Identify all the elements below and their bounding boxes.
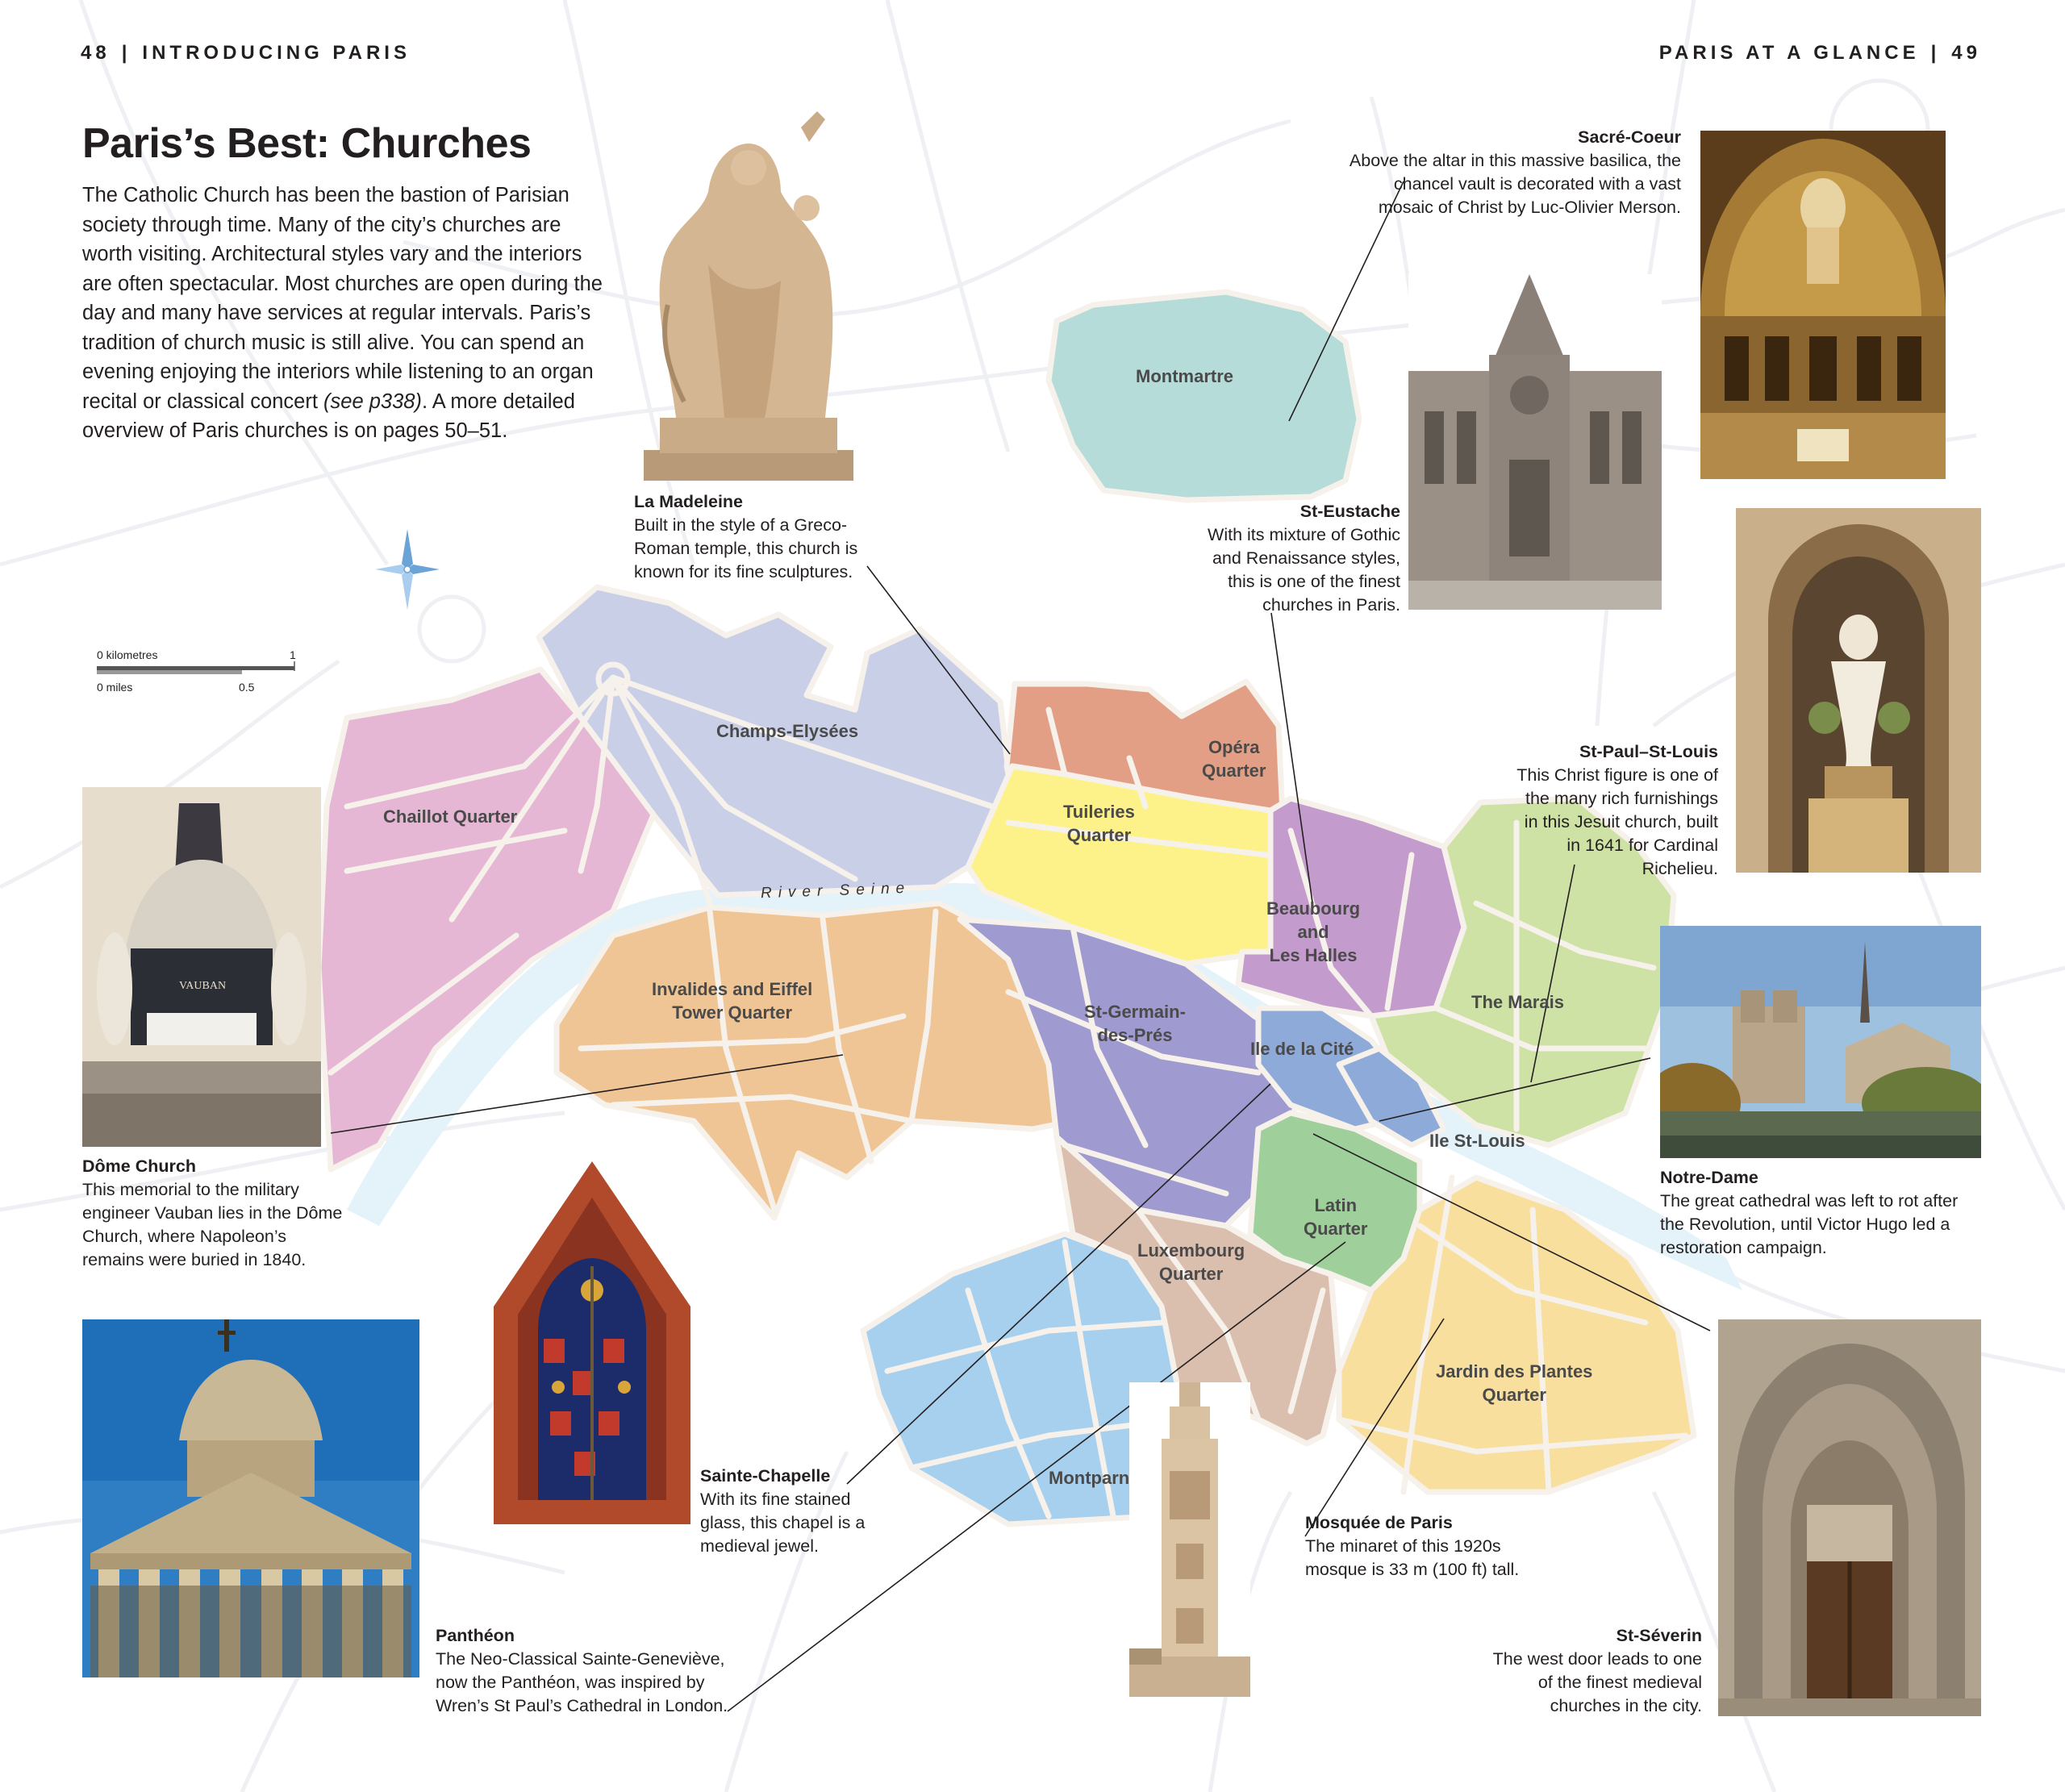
- caption-sacre-coeur-text: Above the altar in this massive basilica…: [1349, 151, 1681, 217]
- caption-pantheon: Panthéon The Neo-Classical Sainte-Genevi…: [436, 1624, 734, 1718]
- map-streets: [327, 674, 1689, 1519]
- caption-dome-church-title: Dôme Church: [82, 1156, 196, 1176]
- caption-mosquee-title: Mosquée de Paris: [1305, 1513, 1453, 1532]
- label-marais: The Marais: [1471, 992, 1564, 1012]
- region-marais: [1368, 795, 1677, 1148]
- intro-text: The Catholic Church has been the bastion…: [82, 184, 603, 413]
- photo-notre-dame: [1660, 926, 1981, 1158]
- caption-notre-dame-title: Notre-Dame: [1660, 1168, 1758, 1187]
- right-section-title: PARIS AT A GLANCE: [1658, 42, 1920, 64]
- left-running-header: 48|INTRODUCING PARIS: [81, 42, 411, 64]
- caption-dome-church: Dôme Church This memorial to the militar…: [82, 1155, 350, 1272]
- label-ile-de-la-cite: Ile de la Cité: [1250, 1039, 1354, 1059]
- caption-st-paul: St-Paul–St-Louis This Christ figure is o…: [1516, 740, 1718, 881]
- label-chaillot: Chaillot Quarter: [383, 806, 518, 827]
- photo-pantheon: [82, 1319, 419, 1677]
- caption-pantheon-text: The Neo-Classical Sainte-Geneviève, now …: [436, 1649, 728, 1715]
- caption-sacre-coeur: Sacré-Coeur Above the altar in this mass…: [1334, 126, 1681, 219]
- region-champs: [536, 584, 1016, 898]
- caption-mosquee: Mosquée de Paris The minaret of this 192…: [1305, 1511, 1531, 1582]
- etoile-roundabout: [595, 661, 631, 697]
- left-section-title: INTRODUCING PARIS: [142, 42, 411, 64]
- region-stlouis: [1336, 1045, 1447, 1148]
- scale-bar: [97, 661, 295, 674]
- photo-sacre-coeur: [1700, 131, 1946, 479]
- region-montmartre: [1045, 289, 1362, 503]
- vauban-inscription: VAUBAN: [179, 980, 226, 992]
- caption-sainte-chapelle: Sainte-Chapelle With its fine stained gl…: [700, 1465, 870, 1558]
- compass-rose-icon: [375, 529, 440, 610]
- left-page-number: 48: [81, 42, 111, 64]
- leader-lines: [330, 181, 1711, 1712]
- caption-st-severin-text: The west door leads to one of the finest…: [1492, 1649, 1702, 1715]
- label-st-germain: St-Germain-des-Prés: [1084, 1002, 1186, 1045]
- intro-ref: (see p338): [323, 390, 422, 413]
- caption-sainte-chapelle-title: Sainte-Chapelle: [700, 1466, 831, 1486]
- caption-sacre-coeur-title: Sacré-Coeur: [1578, 127, 1681, 147]
- photo-sainte-chapelle: [494, 1161, 690, 1524]
- label-ile-st-louis: Ile St-Louis: [1429, 1131, 1525, 1151]
- photo-st-paul-st-louis: [1736, 508, 1981, 873]
- right-running-header: PARIS AT A GLANCE|49: [1658, 42, 1981, 64]
- caption-mosquee-text: The minaret of this 1920s mosque is 33 m…: [1305, 1536, 1520, 1579]
- caption-notre-dame-text: The great cathedral was left to rot afte…: [1660, 1191, 1959, 1257]
- caption-madeleine-text: Built in the style of a Greco-Roman temp…: [634, 515, 858, 581]
- quarter-regions: [315, 289, 1697, 1527]
- caption-dome-church-text: This memorial to the military engineer V…: [82, 1180, 343, 1269]
- caption-notre-dame: Notre-Dame The great cathedral was left …: [1660, 1166, 1979, 1260]
- photo-dome-church: VAUBAN: [82, 787, 321, 1147]
- caption-st-eustache-title: St-Eustache: [1299, 502, 1400, 521]
- photo-st-eustache: [1408, 274, 1662, 610]
- photo-mosquee: [1129, 1382, 1250, 1697]
- scale-mi-end: 0.5: [239, 681, 255, 694]
- label-champs-elysees: Champs-Elysées: [716, 721, 859, 741]
- intro-paragraph: The Catholic Church has been the bastion…: [82, 181, 615, 446]
- page-title: Paris’s Best: Churches: [82, 120, 532, 167]
- caption-madeleine-title: La Madeleine: [634, 492, 744, 511]
- right-page-number: 49: [1951, 42, 1981, 64]
- photo-st-severin: [1718, 1319, 1981, 1716]
- label-montmartre: Montmartre: [1136, 366, 1234, 386]
- caption-st-severin: St-Séverin The west door leads to one of…: [1476, 1624, 1702, 1718]
- scale-mi-start: 0 miles: [97, 681, 133, 694]
- intro-text-end: . A more detailed overview of Paris chur…: [82, 390, 575, 443]
- caption-st-paul-text: This Christ figure is one of the many ri…: [1516, 765, 1718, 878]
- scale-km-start: 0 kilometres: [97, 648, 158, 661]
- photo-madeleine-sculpture: [620, 95, 878, 481]
- region-jardin: [1336, 1174, 1697, 1495]
- caption-sainte-chapelle-text: With its fine stained glass, this chapel…: [700, 1490, 866, 1556]
- caption-st-eustache: St-Eustache With its mixture of Gothic a…: [1184, 500, 1400, 617]
- caption-pantheon-title: Panthéon: [436, 1626, 515, 1645]
- caption-st-eustache-text: With its mixture of Gothic and Renaissan…: [1208, 525, 1400, 615]
- caption-st-paul-title: St-Paul–St-Louis: [1579, 742, 1718, 761]
- caption-st-severin-title: St-Séverin: [1616, 1626, 1702, 1645]
- scale-km-end: 1: [290, 648, 296, 661]
- caption-madeleine: La Madeleine Built in the style of a Gre…: [634, 490, 876, 584]
